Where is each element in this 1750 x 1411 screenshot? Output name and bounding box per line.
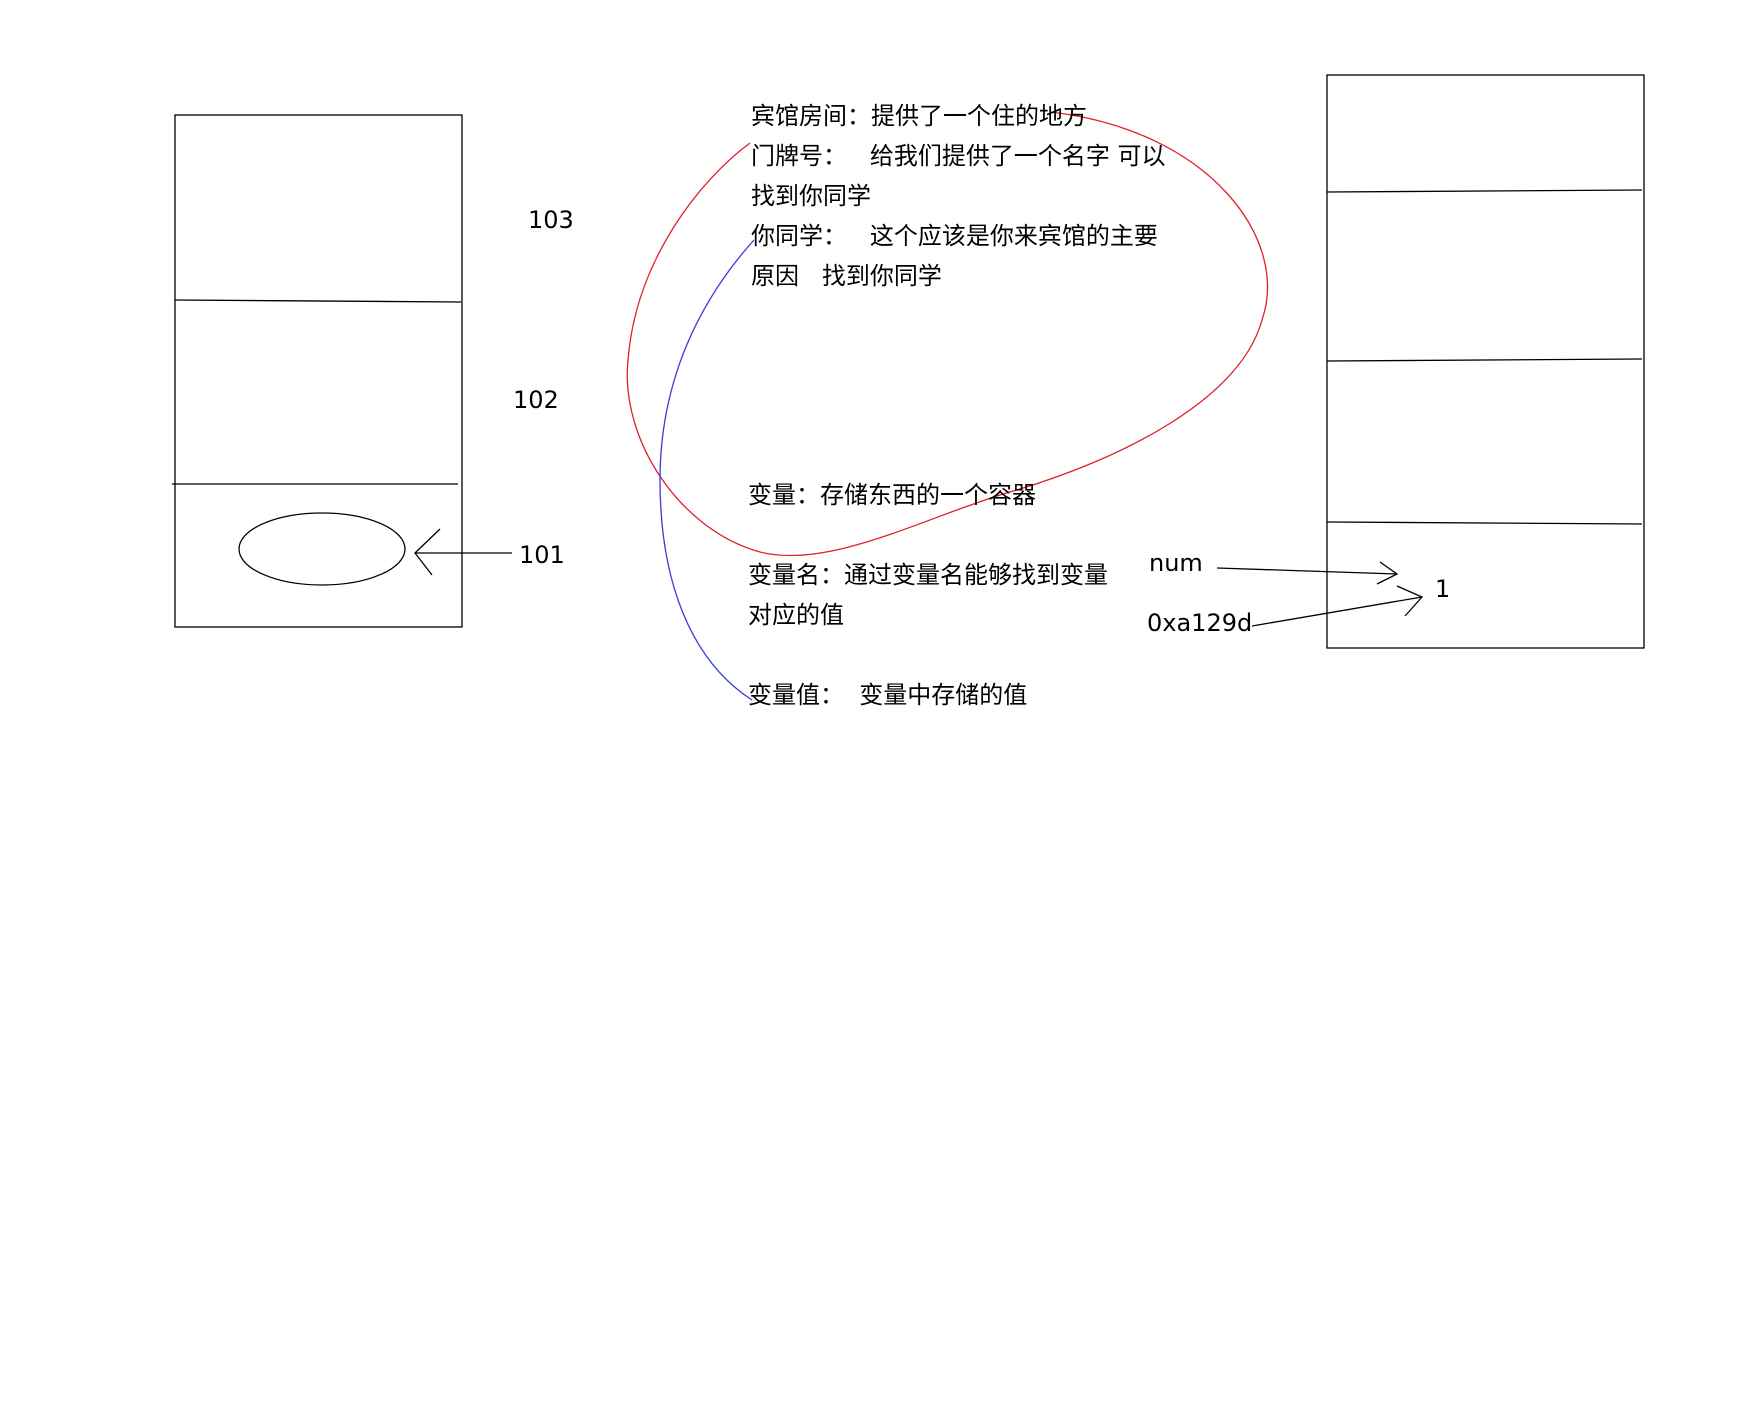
note-hotel-room: 宾馆房间：提供了一个住的地方 xyxy=(751,102,1087,130)
blue-link-curve xyxy=(659,239,755,701)
room-label-102: 102 xyxy=(513,386,559,414)
floor-divider-1 xyxy=(174,299,462,303)
red-link-curve xyxy=(626,111,1269,557)
note-classmate: 你同学： 这个应该是你来宾馆的主要原因 找到你同学 xyxy=(751,222,1158,290)
arrow-to-ellipse xyxy=(414,528,512,576)
address-label: 0xa129d xyxy=(1147,609,1253,637)
note-door-number: 门牌号： 给我们提供了一个名字 可以找到你同学 xyxy=(751,142,1166,210)
memory-divider-1 xyxy=(1326,189,1643,193)
memory-divider-3 xyxy=(1326,521,1643,525)
arrow-address-to-value xyxy=(1251,585,1424,627)
room-label-103: 103 xyxy=(528,206,574,234)
memory-divider-2 xyxy=(1326,358,1643,362)
hotel-building-box xyxy=(174,114,463,628)
stored-value: 1 xyxy=(1435,575,1451,603)
note-variable: 变量：存储东西的一个容器 xyxy=(748,481,1036,509)
arrow-num-to-value xyxy=(1216,561,1399,585)
memory-box xyxy=(1326,74,1645,649)
guest-ellipse xyxy=(238,512,406,586)
note-variable-name: 变量名：通过变量名能够找到变量对应的值 xyxy=(748,561,1108,629)
room-label-101: 101 xyxy=(519,541,565,569)
note-variable-value: 变量值： 变量中存储的值 xyxy=(748,681,1028,709)
variable-name-label: num xyxy=(1149,549,1203,577)
